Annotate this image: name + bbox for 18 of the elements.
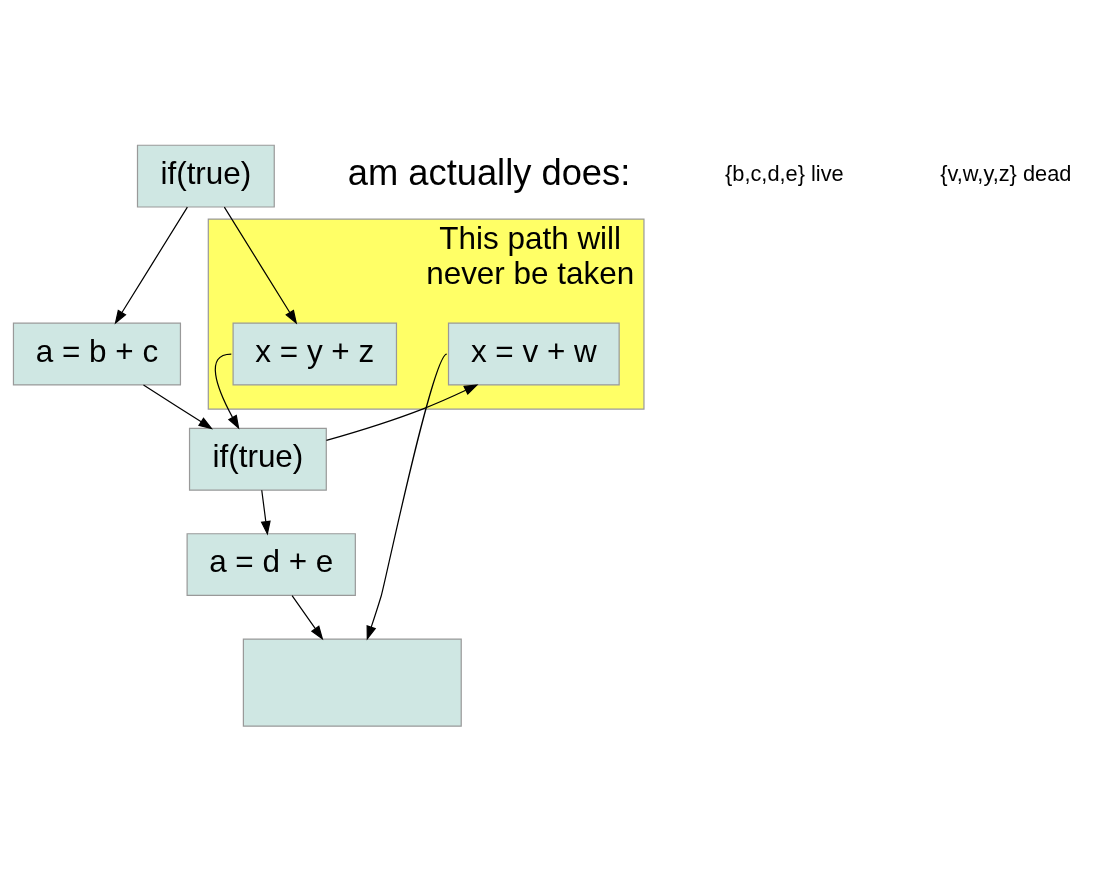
node-box: a = d + e xyxy=(186,533,356,597)
arrow xyxy=(366,353,448,641)
arrow xyxy=(223,206,298,325)
label: am actually does: xyxy=(347,152,631,194)
label: {b,c,d,e} live xyxy=(725,161,844,187)
arrow xyxy=(260,489,271,536)
arrow xyxy=(291,594,324,641)
arrow xyxy=(325,384,479,441)
node-box: x = v + w xyxy=(447,322,620,386)
node-box: a = b + c xyxy=(12,322,182,386)
label: {v,w,y,z} dead xyxy=(940,161,1072,187)
arrow xyxy=(114,206,188,325)
node-box xyxy=(242,638,462,727)
node-box: if(true) xyxy=(136,144,275,208)
node-box: x = y + z xyxy=(232,322,398,386)
node-box: if(true) xyxy=(188,427,327,491)
arrow xyxy=(142,384,213,430)
arrow xyxy=(214,353,240,430)
